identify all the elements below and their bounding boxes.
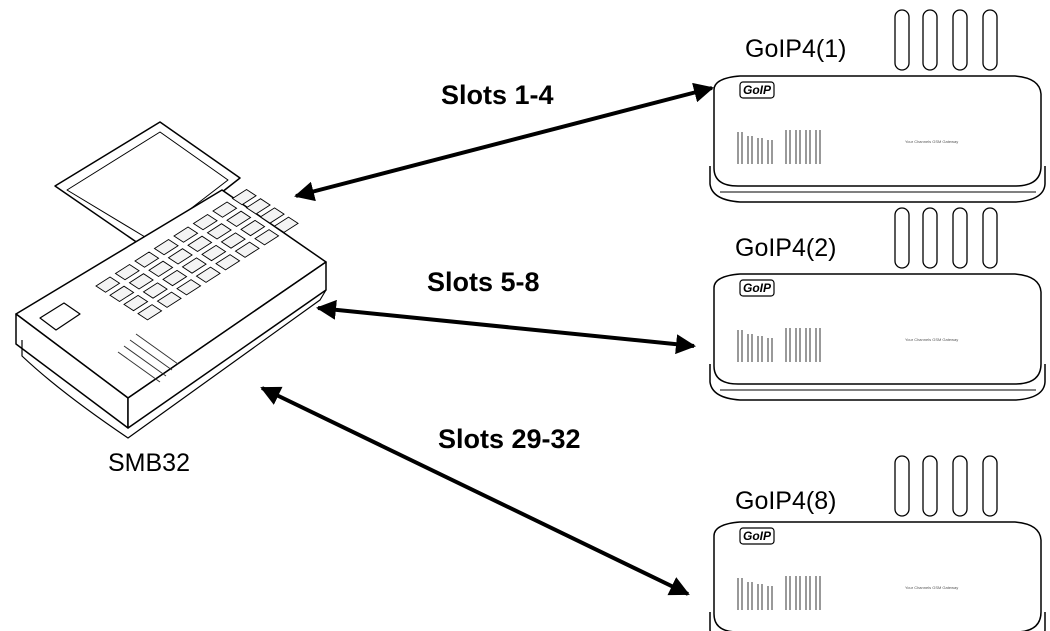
link-arrow-slots-29-32 [260,386,690,596]
sim-slot-key [195,266,221,283]
sim-slot-key [95,276,121,293]
gateway-2-label: GoIP4(2) [735,234,837,262]
gateway-2-tagline: Your Channels GSM Gateway [905,337,958,342]
sim-slot-key [220,232,246,249]
smb32-keypad [95,188,299,321]
sim-slot-key [173,226,199,243]
gateway-1-tagline: Your Channels GSM Gateway [905,139,958,144]
smb32-front-vents [117,333,179,383]
link-arrow-slots-1-4 [294,82,714,202]
smb32-label: SMB32 [108,449,190,477]
sim-slot-key [231,188,257,206]
gateway-8-illustration: Your Channels GSM Gateway [709,455,1046,631]
gateway-2-illustration: Your Channels GSM Gateway [709,207,1046,401]
gateway-8-tagline: Your Channels GSM Gateway [905,585,958,590]
sim-slot-key [259,207,285,224]
sim-slot-key [240,219,266,237]
sim-slot-key [206,223,232,240]
sim-slot-key [187,235,213,252]
link-label-slots-29-32: Slots 29-32 [438,424,581,454]
sim-slot-key [162,269,188,287]
sim-slot-key [226,210,252,227]
gateway-1-illustration: Your Channels GSM Gateway [709,9,1046,203]
sim-slot-key [153,238,179,256]
sim-slot-key [109,285,135,302]
sim-slot-key [254,229,280,246]
link-arrow-slots-5-8 [316,299,696,355]
sim-slot-key [215,254,241,271]
link-label-slots-5-8: Slots 5-8 [427,267,540,297]
sim-slot-key [123,294,149,312]
sim-slot-key [176,279,202,296]
sim-slot-key [167,248,193,265]
sim-slot-key [137,304,163,321]
sim-slot-key [192,213,218,231]
sim-slot-key [142,282,168,299]
sim-slot-key [245,198,271,215]
sim-slot-key [212,201,238,218]
sim-slot-key [201,244,227,262]
sim-slot-key [181,257,207,274]
sim-slot-key [148,260,174,277]
sim-slot-key [134,251,160,268]
gateway-1-label: GoIP4(1) [745,35,847,63]
sim-slot-key [156,291,182,308]
sim-slot-key [114,263,140,281]
gateway-8-label: GoIP4(8) [735,487,837,515]
sim-slot-key [234,241,260,258]
sim-slot-key [273,216,299,233]
sim-slot-key [128,273,154,290]
link-label-slots-1-4: Slots 1-4 [441,80,554,110]
